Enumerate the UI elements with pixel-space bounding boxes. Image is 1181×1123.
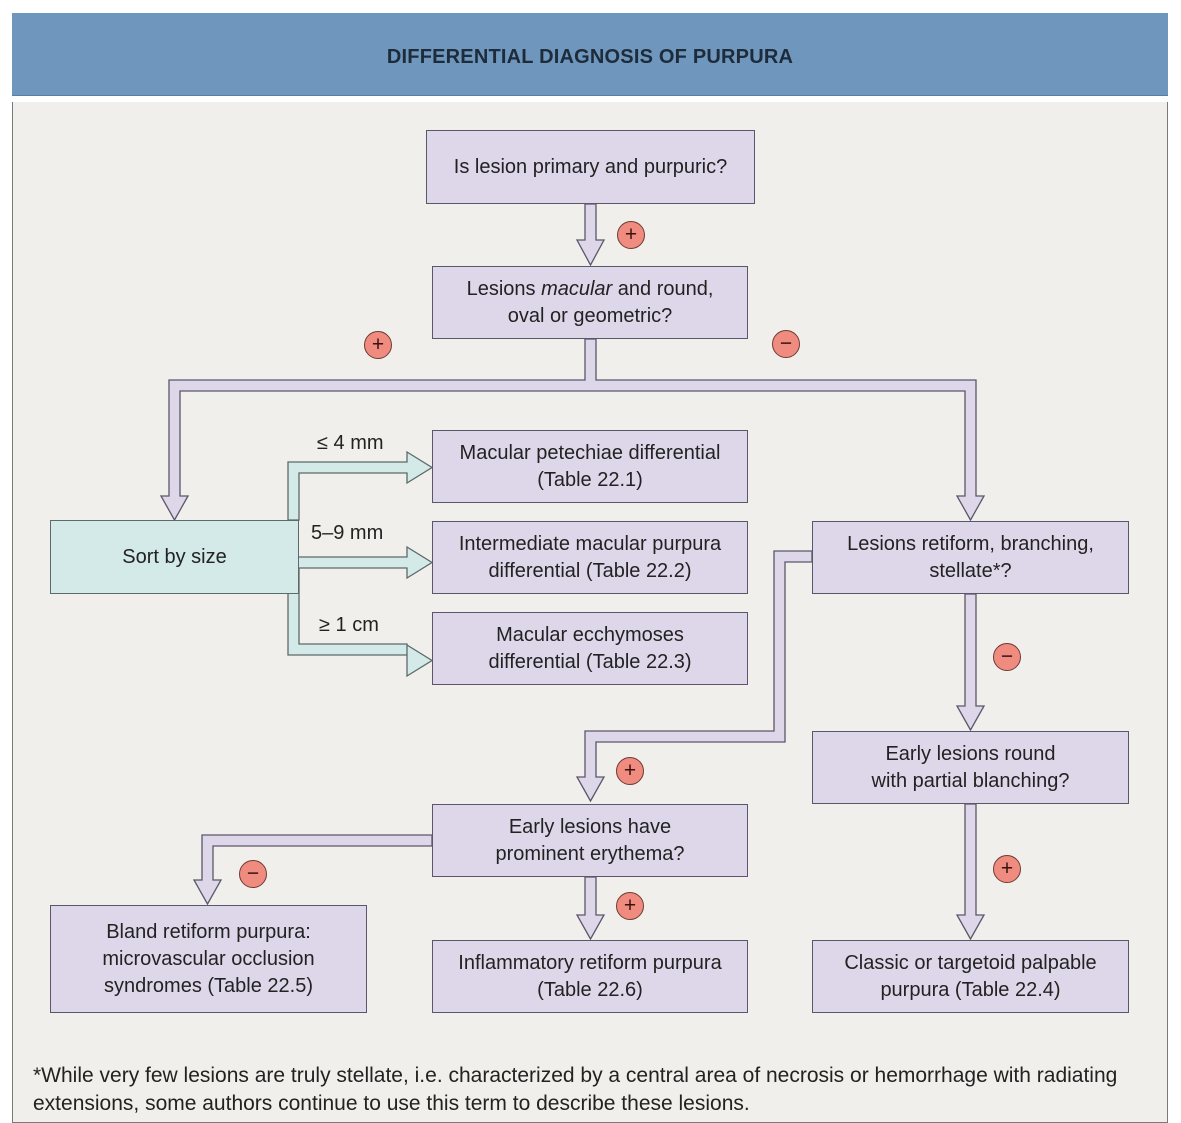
macular-text-line2: oval or geometric? [507,304,673,327]
node-primary-purpuric: Is lesion primary and purpuric? [426,130,755,204]
early-round-line1: Early lesions round [885,742,1056,765]
sign-plus-erythema: + [616,892,644,920]
node-inflammatory-retiform: Inflammatory retiform purpura (Table 22.… [432,940,748,1013]
early-round-line2: with partial blanching? [871,769,1070,792]
inflammatory-line2: (Table 22.6) [537,978,643,1001]
intermediate-line1: Intermediate macular purpura [458,532,722,555]
header-separator [12,96,1168,102]
petechiae-line1: Macular petechiae differential [459,441,721,464]
classic-line1: Classic or targetoid palpable [844,951,1097,974]
sign-minus-macular: − [772,330,800,358]
arrow-primary-to-macular [575,203,606,267]
sign-minus-erythema: − [239,860,267,888]
size-label-medium: 5–9 mm [311,522,384,544]
footnote: *While very few lesions are truly stella… [33,1064,1118,1115]
node-bland-retiform: Bland retiform purpura: microvascular oc… [50,905,367,1013]
sign-minus-retiform: − [993,643,1021,671]
node-primary-label: Is lesion primary and purpuric? [453,155,728,178]
macular-text-pre: Lesions [466,277,542,300]
bland-line1: Bland retiform purpura: [106,920,311,943]
node-sort-by-size: Sort by size [50,520,299,594]
retiform-line2: stellate*? [929,559,1012,582]
sign-plus-macular: + [364,331,392,359]
node-macular-petechiae: Macular petechiae differential (Table 22… [432,430,748,503]
size-label-large: ≥ 1 cm [319,614,379,636]
arrow-macular-to-sort-and-retiform [159,338,986,522]
arrow-erythema-to-bland [192,834,433,906]
sign-plus-primary: + [617,221,645,249]
macular-text-emphasis: macular [541,277,613,300]
ecchymoses-line2: differential (Table 22.3) [488,650,692,673]
node-early-round: Early lesions round with partial blanchi… [812,731,1129,804]
arrow-early-round-to-classic [955,803,986,941]
erythema-line1: Early lesions have [508,815,672,838]
node-classic-palpable: Classic or targetoid palpable purpura (T… [812,940,1129,1013]
inflammatory-line1: Inflammatory retiform purpura [458,951,722,974]
arrow-sort-to-sizes [287,450,434,678]
bland-line2: microvascular occlusion [102,947,315,970]
node-sort-label: Sort by size [122,545,227,568]
node-prominent-erythema: Early lesions have prominent erythema? [432,804,748,877]
sign-plus-retiform: + [616,757,644,785]
node-retiform: Lesions retiform, branching, stellate*? [812,521,1129,594]
node-intermediate-purpura: Intermediate macular purpura differentia… [432,521,748,594]
ecchymoses-line1: Macular ecchymoses [496,623,684,646]
sign-plus-early-round: + [993,855,1021,883]
retiform-line1: Lesions retiform, branching, [847,532,1094,555]
node-macular-shape: Lesions macular and round, oval or geome… [432,266,748,339]
petechiae-line2: (Table 22.1) [537,468,643,491]
erythema-line2: prominent erythema? [495,842,685,865]
diagram-title: DIFFERENTIAL DIAGNOSIS OF PURPURA [386,46,794,68]
classic-line2: purpura (Table 22.4) [880,978,1061,1001]
arrow-erythema-to-inflammatory [575,876,606,941]
arrow-retiform-to-early-round [955,593,986,732]
macular-text-post: and round, [612,277,714,300]
arrow-retiform-to-erythema [575,550,813,803]
size-label-small: ≤ 4 mm [317,432,384,454]
node-macular-ecchymoses: Macular ecchymoses differential (Table 2… [432,612,748,685]
bland-line3: syndromes (Table 22.5) [104,974,313,997]
intermediate-line2: differential (Table 22.2) [488,559,692,582]
header-bar [12,13,1168,96]
